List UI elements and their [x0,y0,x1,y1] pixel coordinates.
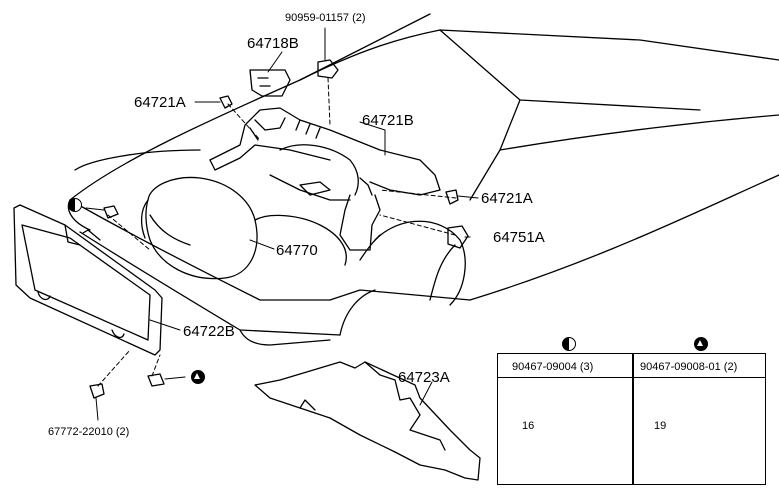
part-label-64721A-top: 64721A [134,94,186,111]
legend-part-triangle: 90467-09008-01 (2) [640,361,738,373]
part-label-64718B: 64718B [247,35,299,52]
fastener-legend: 90467-09004 (3) 90467-09008-01 (2) 16 19 [497,353,766,485]
legend-triangle-in-circle-icon [694,337,708,351]
legend-dim-half-circle: 16 [522,420,535,432]
part-label-64770: 64770 [276,242,318,259]
clips [89,59,469,399]
part-label-64721A-right: 64721A [481,190,533,207]
part-label-67772: 67772-22010 (2) [48,426,130,438]
car-body-outline [67,13,779,346]
half-filled-circle-icon [68,198,82,212]
triangle-in-circle-icon [191,370,205,384]
trunk-upper-trim [209,107,441,251]
legend-part-half-circle: 90467-09004 (3) [512,361,594,373]
legend-header-row [498,354,765,378]
legend-divider [632,354,634,484]
part-label-64751A: 64751A [493,229,545,246]
legend-dim-triangle: 19 [654,420,667,432]
trunk-side-panel [13,204,163,356]
part-label-64722B: 64722B [183,323,235,340]
spare-tire [140,144,359,280]
legend-half-filled-circle-icon [562,337,576,351]
part-label-64721B: 64721B [362,112,414,129]
part-label-90959: 90959-01157 (2) [285,12,366,24]
part-label-64723A: 64723A [398,369,450,386]
trunk-floor-mat [254,361,481,481]
leader-lines [85,27,479,421]
